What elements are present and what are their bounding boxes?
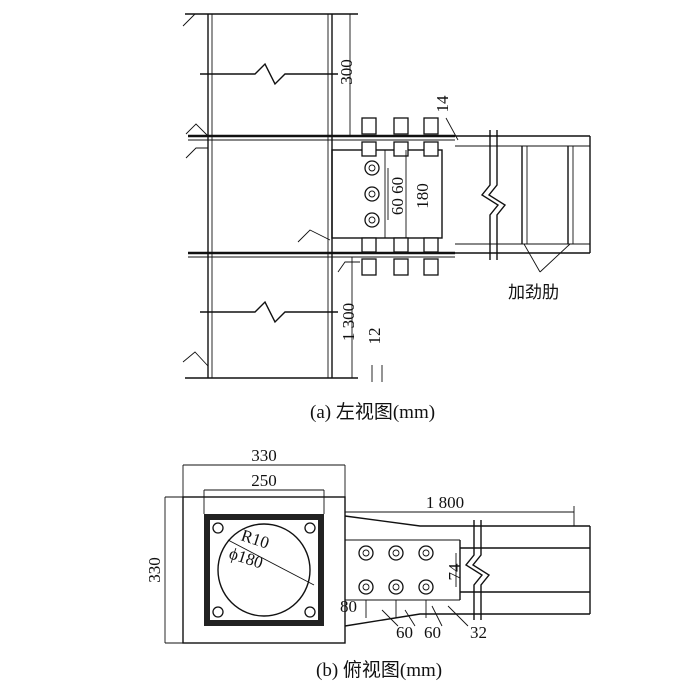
dim-14: 14 xyxy=(433,95,452,113)
beam-bottom-edge xyxy=(344,613,590,627)
break-line-top xyxy=(200,62,338,86)
base-plate xyxy=(182,496,346,644)
dim-300-top: 300 xyxy=(337,59,356,85)
beam-bolts xyxy=(358,545,434,595)
circular-hole xyxy=(217,523,311,617)
dim-74: 74 xyxy=(445,563,464,581)
dim-1800: 1 800 xyxy=(426,493,464,512)
web-bolts xyxy=(364,160,380,228)
flange-bolts-top xyxy=(361,117,439,157)
top-view: 330 250 330 1 800 R10 ϕ180 74 80 60 60 3… xyxy=(145,446,591,681)
anchor-bolts xyxy=(212,522,316,618)
dim-60-60: 60 60 xyxy=(388,177,407,215)
dim-250: 250 xyxy=(251,471,277,490)
dim-12: 12 xyxy=(365,328,384,345)
dim-80: 80 xyxy=(340,597,357,616)
caption-left-view: (a) 左视图(mm) xyxy=(310,401,435,423)
dim-32: 32 xyxy=(470,623,487,642)
flange-bolts-bottom xyxy=(361,237,439,276)
dim-330-width: 330 xyxy=(251,446,277,465)
dim-1300: 1 300 xyxy=(339,303,358,341)
dim-330-height: 330 xyxy=(145,557,164,583)
left-view: 300 14 60 60 180 1 300 12 加劲肋 (a) 左视图(mm… xyxy=(182,13,591,423)
stiffener-label: 加劲肋 xyxy=(508,283,559,302)
break-line-bottom xyxy=(200,300,338,324)
dim-60a: 60 xyxy=(396,623,413,642)
caption-top-view: (b) 俯视图(mm) xyxy=(316,659,442,681)
beam-top-edge xyxy=(344,515,590,527)
beam-section xyxy=(455,130,591,273)
weld-symbols xyxy=(182,13,360,367)
dim-180: 180 xyxy=(413,183,432,209)
dim-60b: 60 xyxy=(424,623,441,642)
